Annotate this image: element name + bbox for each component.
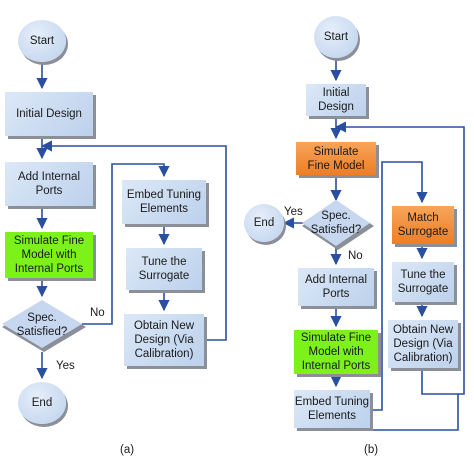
a-spec-satisfied-label: Spec. Satisfied?	[16, 312, 68, 338]
b-end-node: End	[244, 204, 284, 242]
b-tune-surrogate-box: Tune the Surrogate	[392, 262, 454, 302]
arrow-b-loop-back	[334, 121, 465, 395]
a-simulate-fine-model-box: Simulate Fine Model with Internal Ports	[5, 232, 93, 278]
b-start-node: Start	[314, 16, 358, 58]
b-no-label: No	[348, 250, 363, 262]
a-end-node: End	[18, 382, 66, 424]
a-caption: (a)	[120, 444, 135, 456]
a-start-node: Start	[18, 20, 66, 62]
b-spec-satisfied-label: Spec. Satisfied?	[310, 210, 362, 236]
b-simulate-fine-model-box: Simulate Fine Model	[296, 142, 376, 175]
b-obtain-design-box: Obtain New Design (Via Calibration)	[388, 320, 458, 368]
arrow-a-no-to-embed	[82, 163, 170, 325]
a-obtain-design-box: Obtain New Design (Via Calibration)	[124, 314, 204, 366]
a-no-label: No	[90, 307, 105, 319]
b-match-surrogate-box: Match Surrogate	[392, 206, 454, 244]
a-tune-surrogate-box: Tune the Surrogate	[126, 248, 202, 290]
a-yes-label: Yes	[56, 360, 75, 372]
a-add-internal-ports-box: Add Internal Ports	[5, 162, 93, 206]
b-simulate-fine-ports-box: Simulate Fine Model with Internal Ports	[294, 330, 378, 374]
b-add-internal-ports-box: Add Internal Ports	[298, 268, 374, 306]
arrow-b-embed-to-match	[368, 161, 428, 411]
arrow-a-loop-back	[40, 140, 227, 341]
a-embed-tuning-box: Embed Tuning Elements	[122, 180, 206, 224]
b-embed-tuning-box: Embed Tuning Elements	[294, 390, 370, 428]
a-initial-design-box: Initial Design	[5, 92, 93, 136]
b-yes-label: Yes	[284, 206, 303, 218]
b-initial-design-box: Initial Design	[306, 84, 366, 116]
b-caption: (b)	[364, 444, 379, 456]
